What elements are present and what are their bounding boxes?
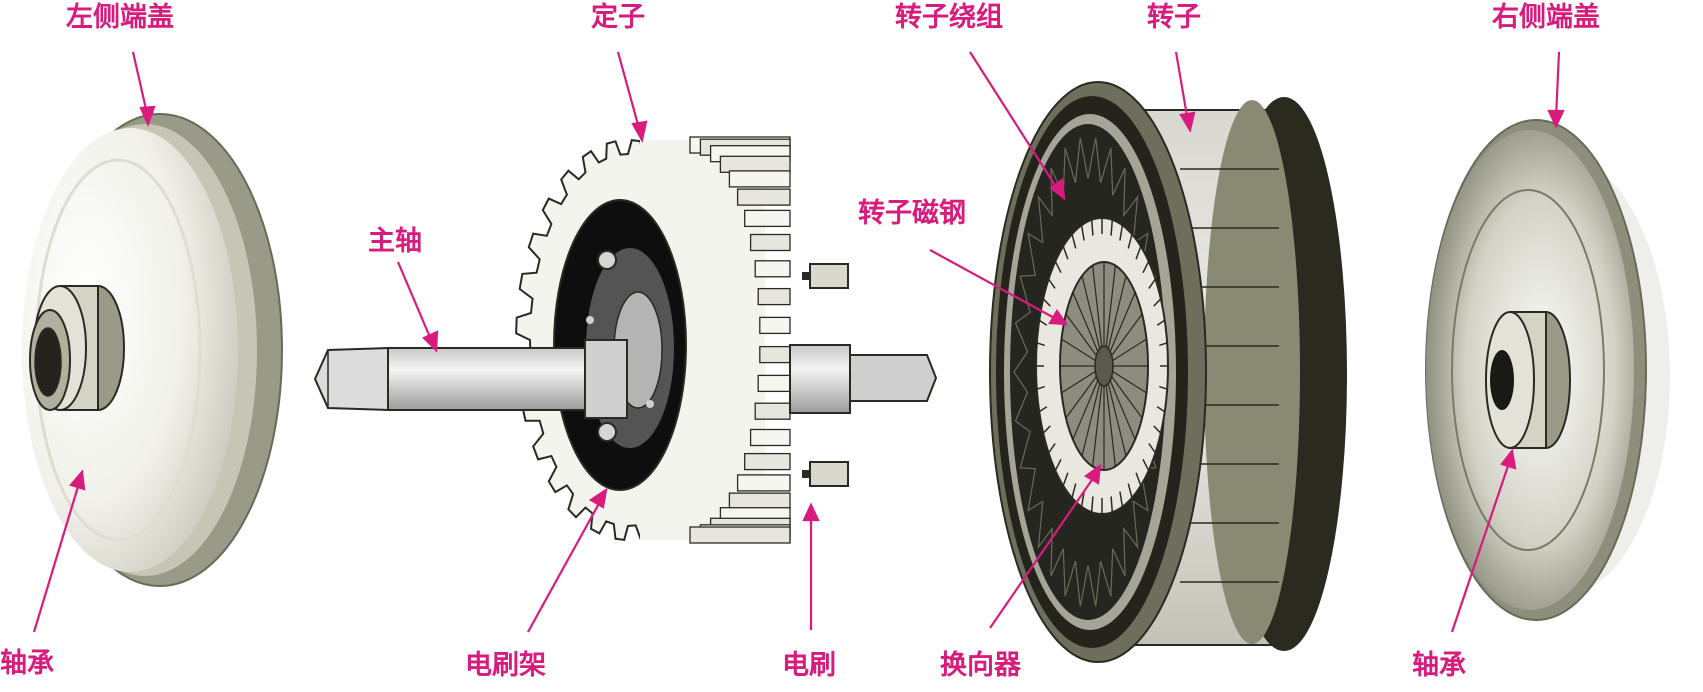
label-stator: 定子 bbox=[591, 1, 645, 33]
label-rotor-winding: 转子绕组 bbox=[895, 1, 1003, 33]
label-bearing-left: 轴承 bbox=[0, 648, 54, 679]
leader-stator bbox=[616, 51, 648, 144]
commutator bbox=[1059, 261, 1149, 471]
leader-brush bbox=[802, 502, 820, 630]
label-main-shaft: 主轴 bbox=[368, 226, 422, 257]
leader-rotor bbox=[1174, 51, 1196, 133]
right-bearing bbox=[1485, 311, 1571, 449]
leader-commutator bbox=[989, 463, 1102, 629]
label-rotor-magnet: 转子磁钢 bbox=[858, 198, 966, 229]
left-end-cap bbox=[22, 113, 283, 587]
brush-holder bbox=[586, 250, 654, 442]
leader-rotor-magnet bbox=[929, 249, 1069, 326]
label-left-end-cap: 左侧端盖 bbox=[66, 2, 174, 33]
brushes bbox=[802, 263, 849, 487]
label-rotor: 转子 bbox=[1147, 2, 1201, 33]
leader-bearing-left bbox=[32, 469, 86, 633]
leader-brush-holder bbox=[527, 487, 608, 633]
label-brush: 电刷 bbox=[782, 650, 836, 681]
leader-bearing-right bbox=[1450, 448, 1517, 633]
leader-lines bbox=[32, 51, 1565, 633]
label-bearing-right: 轴承 bbox=[1412, 650, 1466, 681]
labels: 左侧端盖 定子 转子绕组 转子 右侧端盖 主轴 转子磁钢 轴承 电刷架 电刷 换… bbox=[0, 1, 1600, 681]
left-bearing bbox=[29, 285, 125, 411]
rotor-winding bbox=[1013, 137, 1163, 607]
main-shaft bbox=[313, 339, 938, 419]
leader-right-end-cap bbox=[1547, 51, 1565, 129]
leader-left-end-cap bbox=[131, 51, 156, 127]
label-commutator: 换向器 bbox=[940, 649, 1022, 681]
leader-main-shaft bbox=[396, 261, 439, 353]
label-right-end-cap: 右侧端盖 bbox=[1492, 2, 1600, 33]
label-brush-holder: 电刷架 bbox=[465, 650, 546, 681]
leader-rotor-winding bbox=[969, 51, 1066, 201]
stator bbox=[515, 136, 791, 544]
